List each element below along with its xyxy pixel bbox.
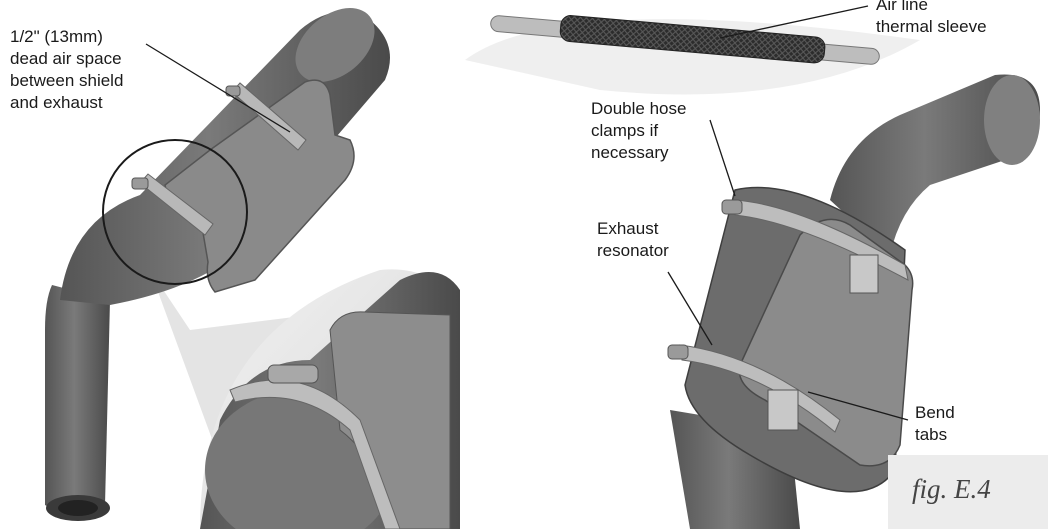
figure-label: fig. E.4	[912, 474, 991, 504]
detail-circle	[102, 139, 248, 285]
bend-tab-lower	[767, 389, 799, 431]
air-line-assembly	[465, 15, 920, 95]
leader-dead-air-space	[145, 43, 291, 133]
leader-hose-clamps	[709, 119, 736, 197]
air-line-thermal-sleeve-label: Air line thermal sleeve	[876, 0, 987, 36]
bend-tabs-label: Bend tabs	[915, 403, 955, 444]
leader-resonator	[667, 271, 713, 346]
dead-air-space-label: 1/2" (13mm) dead air space between shiel…	[10, 27, 124, 112]
hose-clamp-lower	[139, 173, 214, 236]
leader-bend-tabs	[807, 391, 909, 421]
double-hose-clamps-label: Double hose clamps if necessary	[591, 99, 687, 162]
zoom-detail	[200, 269, 460, 529]
resonator-clamp-lower	[679, 344, 841, 433]
resonator-assembly	[667, 74, 1040, 529]
thermal-sleeve	[559, 15, 826, 64]
resonator-clamp-upper	[734, 199, 909, 281]
lower-pipe	[45, 285, 110, 513]
leader-lines	[145, 5, 909, 421]
exhaust-resonator-label: Exhaust resonator	[597, 219, 669, 260]
bend-tab-upper	[849, 254, 879, 294]
leader-air-line	[719, 5, 869, 39]
figure-label-box	[888, 455, 1048, 529]
